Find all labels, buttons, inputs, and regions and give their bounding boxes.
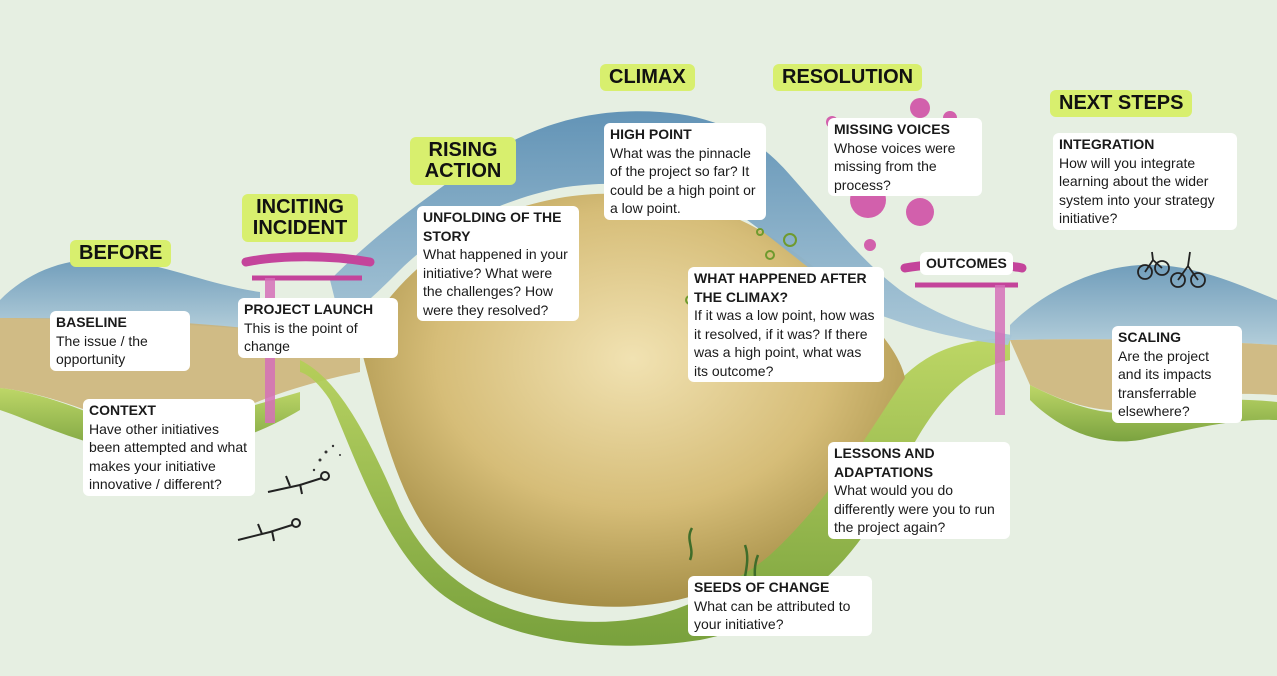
diver-icon (237, 471, 330, 542)
note-integration: INTEGRATION How will you integrate learn… (1053, 133, 1237, 230)
note-project-launch: PROJECT LAUNCH This is the point of chan… (238, 298, 398, 358)
note-heading: HIGH POINT (610, 126, 692, 142)
note-seeds-of-change: SEEDS OF CHANGE What can be attributed t… (688, 576, 872, 636)
note-heading: BASELINE (56, 314, 127, 330)
note-baseline: BASELINE The issue / the opportunity (50, 311, 190, 371)
stage-rising-action: RISING ACTION (410, 137, 516, 185)
note-missing-voices: MISSING VOICES Whose voices were missing… (828, 118, 982, 196)
note-lessons: LESSONS AND ADAPTATIONS What would you d… (828, 442, 1010, 539)
note-body: Are the project and its impacts transfer… (1118, 347, 1212, 420)
note-heading: MISSING VOICES (834, 121, 950, 137)
note-outcomes: OUTCOMES (920, 252, 1013, 275)
stage-inciting-incident: INCITING INCIDENT (242, 194, 358, 242)
note-heading: OUTCOMES (926, 255, 1007, 271)
note-body: Have other initiatives been attempted an… (89, 420, 248, 493)
note-heading: WHAT HAPPENED AFTER THE CLIMAX? (694, 270, 867, 305)
note-heading: CONTEXT (89, 402, 156, 418)
note-body: This is the point of change (244, 319, 358, 355)
bubble-icon (312, 444, 341, 472)
note-heading: SCALING (1118, 329, 1181, 345)
note-after-climax: WHAT HAPPENED AFTER THE CLIMAX? If it wa… (688, 267, 884, 382)
note-body: If it was a low point, how was it resolv… (694, 307, 875, 379)
note-unfolding: UNFOLDING OF THE STORY What happened in … (417, 206, 579, 321)
note-scaling: SCALING Are the project and its impacts … (1112, 326, 1242, 423)
note-context: CONTEXT Have other initiatives been atte… (83, 399, 255, 496)
note-body: What would you do differently were you t… (834, 482, 995, 535)
stage-resolution: RESOLUTION (773, 64, 923, 91)
note-heading: INTEGRATION (1059, 136, 1155, 152)
note-body: What happened in your initiative? What w… (423, 246, 568, 318)
central-grass-shell (300, 338, 1010, 646)
bicycle-icon (1137, 251, 1206, 288)
note-body: How will you integrate learning about th… (1059, 154, 1215, 227)
stage-climax: CLIMAX (600, 64, 695, 91)
note-body: What was the pinnacle of the project so … (610, 144, 756, 217)
right-hill-water (1010, 264, 1277, 345)
note-heading: LESSONS AND ADAPTATIONS (834, 445, 935, 480)
note-body: What can be attributed to your initiativ… (694, 597, 851, 633)
note-heading: UNFOLDING OF THE STORY (423, 209, 562, 244)
note-heading: PROJECT LAUNCH (244, 301, 374, 317)
note-high-point: HIGH POINT What was the pinnacle of the … (604, 123, 766, 220)
note-heading: SEEDS OF CHANGE (694, 579, 830, 595)
stage-next-steps: NEXT STEPS (1050, 90, 1193, 117)
stage-before: BEFORE (70, 240, 172, 267)
note-body: Whose voices were missing from the proce… (834, 139, 956, 193)
note-body: The issue / the opportunity (56, 332, 148, 368)
